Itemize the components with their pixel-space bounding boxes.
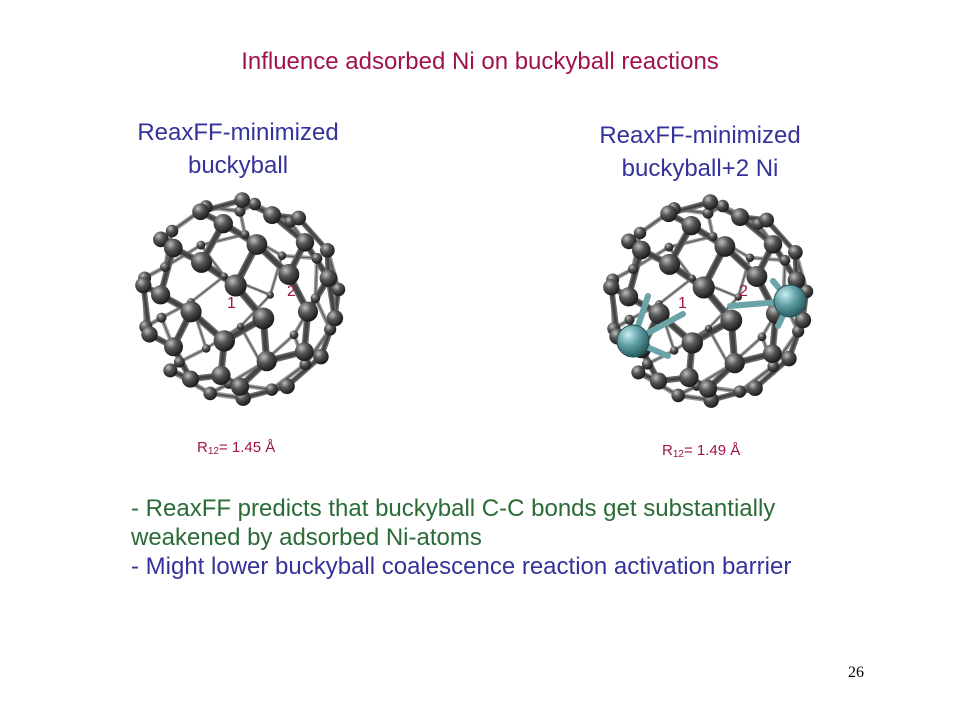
right-bond-symbol: R xyxy=(662,442,673,459)
left-bond-length: R12= 1.45 Å xyxy=(197,439,275,457)
note-activation-barrier: - Might lower buckyball coalescence reac… xyxy=(131,553,792,580)
right-bond-value: = 1.49 Å xyxy=(683,442,741,459)
right-panel-title: ReaxFF-minimized buckyball+2 Ni xyxy=(560,119,840,185)
buckyball-ni-molecule-image xyxy=(603,194,814,408)
right-panel-title-line2: buckyball+2 Ni xyxy=(621,155,779,182)
left-panel-title: ReaxFF-minimized buckyball xyxy=(98,116,378,182)
right-bond-length: R12= 1.49 Å xyxy=(662,442,740,460)
right-atom-label-1: 1 xyxy=(678,295,687,312)
left-bond-subscript: 12 xyxy=(207,446,219,457)
slide-title: Influence adsorbed Ni on buckyball react… xyxy=(241,48,719,75)
note-bonds-weakened: - ReaxFF predicts that buckyball C-C bon… xyxy=(131,495,776,551)
left-bond-symbol: R xyxy=(197,439,208,456)
left-atom-label-2: 2 xyxy=(287,283,296,300)
buckyball-molecule-image xyxy=(135,192,346,406)
left-bond-value: = 1.45 Å xyxy=(218,439,276,456)
right-atom-label-2: 2 xyxy=(739,283,748,300)
left-atom-label-1: 1 xyxy=(227,295,236,312)
left-panel-title-line1: ReaxFF-minimized xyxy=(137,119,339,146)
right-bond-subscript: 12 xyxy=(672,449,684,460)
notes-block: - ReaxFF predicts that buckyball C-C bon… xyxy=(131,494,871,581)
page-number: 26 xyxy=(848,664,864,681)
left-panel-title-line2: buckyball xyxy=(187,152,289,179)
right-panel-title-line1: ReaxFF-minimized xyxy=(599,122,801,149)
